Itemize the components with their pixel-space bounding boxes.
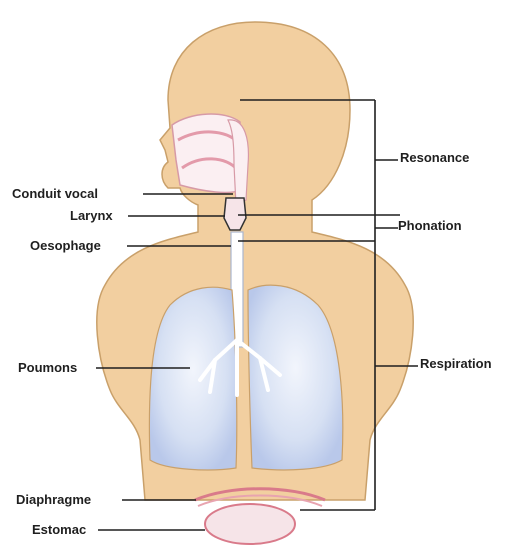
label-diaphragme: Diaphragme <box>16 492 91 507</box>
label-oesophage: Oesophage <box>30 238 101 253</box>
label-poumons: Poumons <box>18 360 77 375</box>
label-phonation: Phonation <box>398 218 462 233</box>
label-estomac: Estomac <box>32 522 86 537</box>
stomach <box>205 504 295 544</box>
label-conduit-vocal: Conduit vocal <box>12 186 98 201</box>
label-respiration: Respiration <box>420 356 492 371</box>
larynx-shape <box>224 198 246 230</box>
label-resonance: Resonance <box>400 150 469 165</box>
label-larynx: Larynx <box>70 208 113 223</box>
